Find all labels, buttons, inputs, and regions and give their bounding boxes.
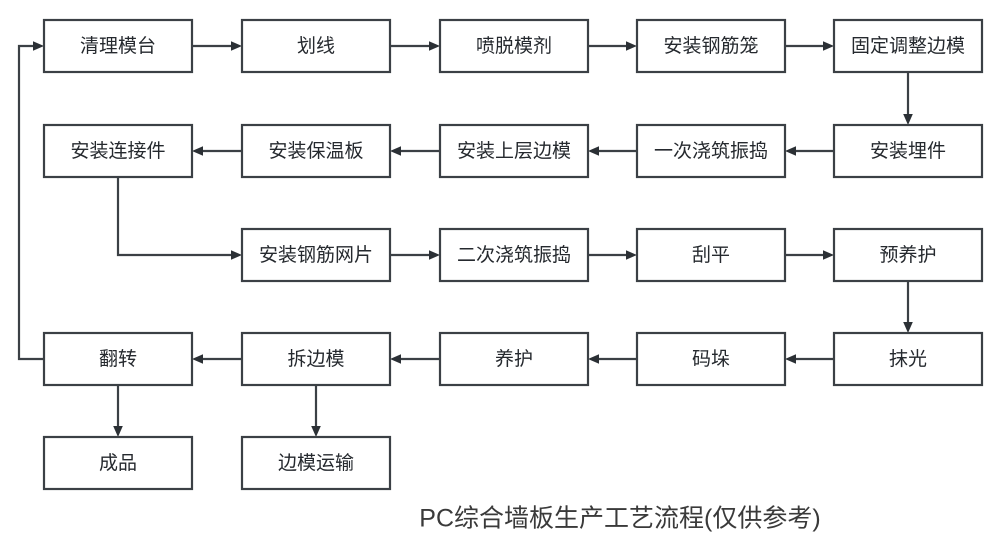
flow-edge: [588, 146, 637, 156]
flow-edge: [390, 354, 440, 364]
node-label: 预养护: [879, 244, 936, 266]
flow-edge: [903, 281, 913, 333]
flow-edge: [116, 177, 242, 260]
node-label: 划线: [297, 35, 335, 57]
flow-node-n20[interactable]: 成品: [42, 435, 194, 491]
flow-edge: [785, 250, 834, 260]
flow-edge: [192, 41, 242, 51]
flow-edge: [390, 41, 440, 51]
node-box[interactable]: [42, 18, 194, 74]
node-label: 安装保温板: [268, 140, 363, 162]
node-label: 养护: [495, 348, 533, 370]
flow-edge: [785, 41, 834, 51]
flow-node-n16[interactable]: 拆边模: [240, 331, 392, 387]
flow-node-n11[interactable]: 安装钢筋网片: [240, 227, 392, 283]
flow-edge: [17, 41, 44, 361]
node-label: 安装上层边模: [457, 140, 571, 162]
node-label: 抹光: [889, 348, 927, 370]
node-box[interactable]: [635, 123, 787, 179]
flow-edge: [785, 146, 834, 156]
flow-node-n17[interactable]: 养护: [438, 331, 590, 387]
flow-node-n2[interactable]: 划线: [240, 18, 392, 74]
node-label: 安装连接件: [70, 140, 165, 162]
flow-edge: [113, 385, 123, 437]
flow-edge: [903, 72, 913, 125]
node-box[interactable]: [240, 227, 392, 283]
flow-edge: [785, 354, 834, 364]
flow-node-n3[interactable]: 喷脱模剂: [438, 18, 590, 74]
node-label: 安装钢筋网片: [259, 244, 373, 266]
flow-node-n5[interactable]: 固定调整边模: [832, 18, 984, 74]
flow-edge: [311, 385, 321, 437]
node-box[interactable]: [438, 123, 590, 179]
flow-node-n12[interactable]: 二次浇筑振捣: [438, 227, 590, 283]
node-label: 固定调整边模: [851, 35, 965, 57]
node-label: 安装钢筋笼: [663, 35, 758, 57]
flow-edge: [192, 146, 242, 156]
flow-node-n15[interactable]: 翻转: [42, 331, 194, 387]
flow-node-n10[interactable]: 安装埋件: [832, 123, 984, 179]
node-label: 成品: [99, 452, 137, 474]
node-box[interactable]: [240, 435, 392, 491]
node-label: 清理模台: [80, 35, 156, 57]
node-label: 一次浇筑振捣: [654, 140, 768, 162]
node-box[interactable]: [42, 435, 194, 491]
node-box[interactable]: [240, 18, 392, 74]
flow-node-n8[interactable]: 安装上层边模: [438, 123, 590, 179]
edges-layer: [17, 41, 913, 437]
node-box[interactable]: [832, 331, 984, 387]
diagram-caption: PC综合墙板生产工艺流程(仅供参考): [419, 505, 820, 533]
flow-edge: [390, 146, 440, 156]
node-box[interactable]: [240, 123, 392, 179]
flow-edge: [192, 354, 242, 364]
node-label: 安装埋件: [870, 140, 946, 162]
node-label: 拆边模: [287, 348, 344, 370]
flow-node-n13[interactable]: 刮平: [635, 227, 787, 283]
flow-node-n19[interactable]: 抹光: [832, 331, 984, 387]
flow-node-n14[interactable]: 预养护: [832, 227, 984, 283]
node-box[interactable]: [42, 331, 194, 387]
node-box[interactable]: [832, 227, 984, 283]
flow-node-n1[interactable]: 清理模台: [42, 18, 194, 74]
node-box[interactable]: [635, 227, 787, 283]
flow-node-n18[interactable]: 码垛: [635, 331, 787, 387]
node-label: 边模运输: [278, 452, 354, 474]
flow-edge: [588, 250, 637, 260]
flow-node-n9[interactable]: 一次浇筑振捣: [635, 123, 787, 179]
node-label: 喷脱模剂: [476, 35, 552, 57]
node-box[interactable]: [438, 227, 590, 283]
node-box[interactable]: [438, 331, 590, 387]
node-label: 二次浇筑振捣: [457, 244, 571, 266]
node-label: 翻转: [99, 348, 137, 370]
node-label: 刮平: [692, 244, 730, 266]
node-box[interactable]: [438, 18, 590, 74]
flow-edge: [588, 354, 637, 364]
flow-node-n21[interactable]: 边模运输: [240, 435, 392, 491]
flow-edge: [588, 41, 637, 51]
node-box[interactable]: [832, 123, 984, 179]
node-box[interactable]: [635, 331, 787, 387]
flow-node-n4[interactable]: 安装钢筋笼: [635, 18, 787, 74]
flow-node-n7[interactable]: 安装保温板: [240, 123, 392, 179]
flow-node-n6[interactable]: 安装连接件: [42, 123, 194, 179]
node-box[interactable]: [240, 331, 392, 387]
node-box[interactable]: [832, 18, 984, 74]
node-label: 码垛: [692, 348, 730, 370]
flow-edge: [390, 250, 440, 260]
node-box[interactable]: [42, 123, 194, 179]
node-box[interactable]: [635, 18, 787, 74]
